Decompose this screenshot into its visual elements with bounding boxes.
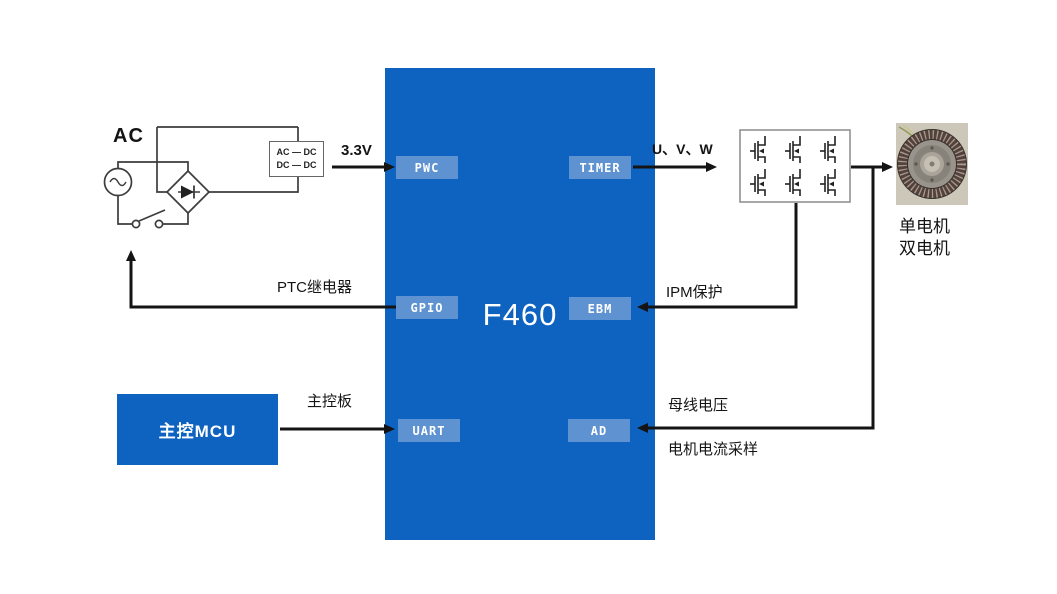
mcu-box: 主控MCU bbox=[117, 394, 278, 465]
chip-block-ad: AD bbox=[568, 419, 630, 442]
sine-wave-icon bbox=[109, 177, 127, 187]
switch-contact-left-icon bbox=[131, 219, 141, 229]
ac-source-icon bbox=[103, 167, 133, 197]
acdc-converter-box: AC — DC DC — DC bbox=[269, 141, 324, 177]
mosfet-icon bbox=[819, 168, 836, 197]
acdc-line2: DC — DC bbox=[276, 160, 317, 170]
mcu-label: 主控MCU bbox=[158, 422, 237, 441]
acdc-line1: AC — DC bbox=[276, 147, 317, 157]
mosfet-icon bbox=[819, 135, 836, 164]
ptc-relay-label: PTC继电器 bbox=[277, 279, 353, 296]
ipm-module bbox=[739, 129, 851, 203]
chip-block-gpio: GPIO bbox=[396, 296, 458, 319]
uvw-phases-label: U、V、W bbox=[652, 141, 713, 157]
chip-block-pwc: PWC bbox=[396, 156, 458, 179]
main-board-label: 主控板 bbox=[307, 393, 353, 410]
bridge-rectifier-icon bbox=[165, 169, 211, 215]
motor-caption-line2: 双电机 bbox=[899, 239, 950, 258]
chip-block-timer: TIMER bbox=[569, 156, 631, 179]
motor-current-label: 电机电流采样 bbox=[668, 441, 759, 458]
mosfet-icon bbox=[749, 168, 766, 197]
motor-photo bbox=[896, 123, 968, 205]
arrow-gpio-to-relay bbox=[126, 250, 396, 309]
switch-blade-icon bbox=[138, 209, 166, 222]
chip-block-ebm: EBM bbox=[569, 297, 631, 320]
chip-title: F460 bbox=[482, 297, 558, 332]
ac-label: AC bbox=[113, 125, 144, 147]
mosfet-icon bbox=[784, 168, 801, 197]
ipm-protect-label: IPM保护 bbox=[666, 284, 723, 301]
chip-block-uart: UART bbox=[398, 419, 460, 442]
motor-caption: 单电机 双电机 bbox=[899, 216, 950, 260]
motor-caption-line1: 单电机 bbox=[899, 217, 950, 236]
mosfet-icon bbox=[784, 135, 801, 164]
mosfet-icon bbox=[749, 135, 766, 164]
voltage-3v3-label: 3.3V bbox=[341, 142, 372, 159]
switch-contact-right-icon bbox=[154, 219, 164, 229]
bus-voltage-label: 母线电压 bbox=[668, 397, 729, 414]
